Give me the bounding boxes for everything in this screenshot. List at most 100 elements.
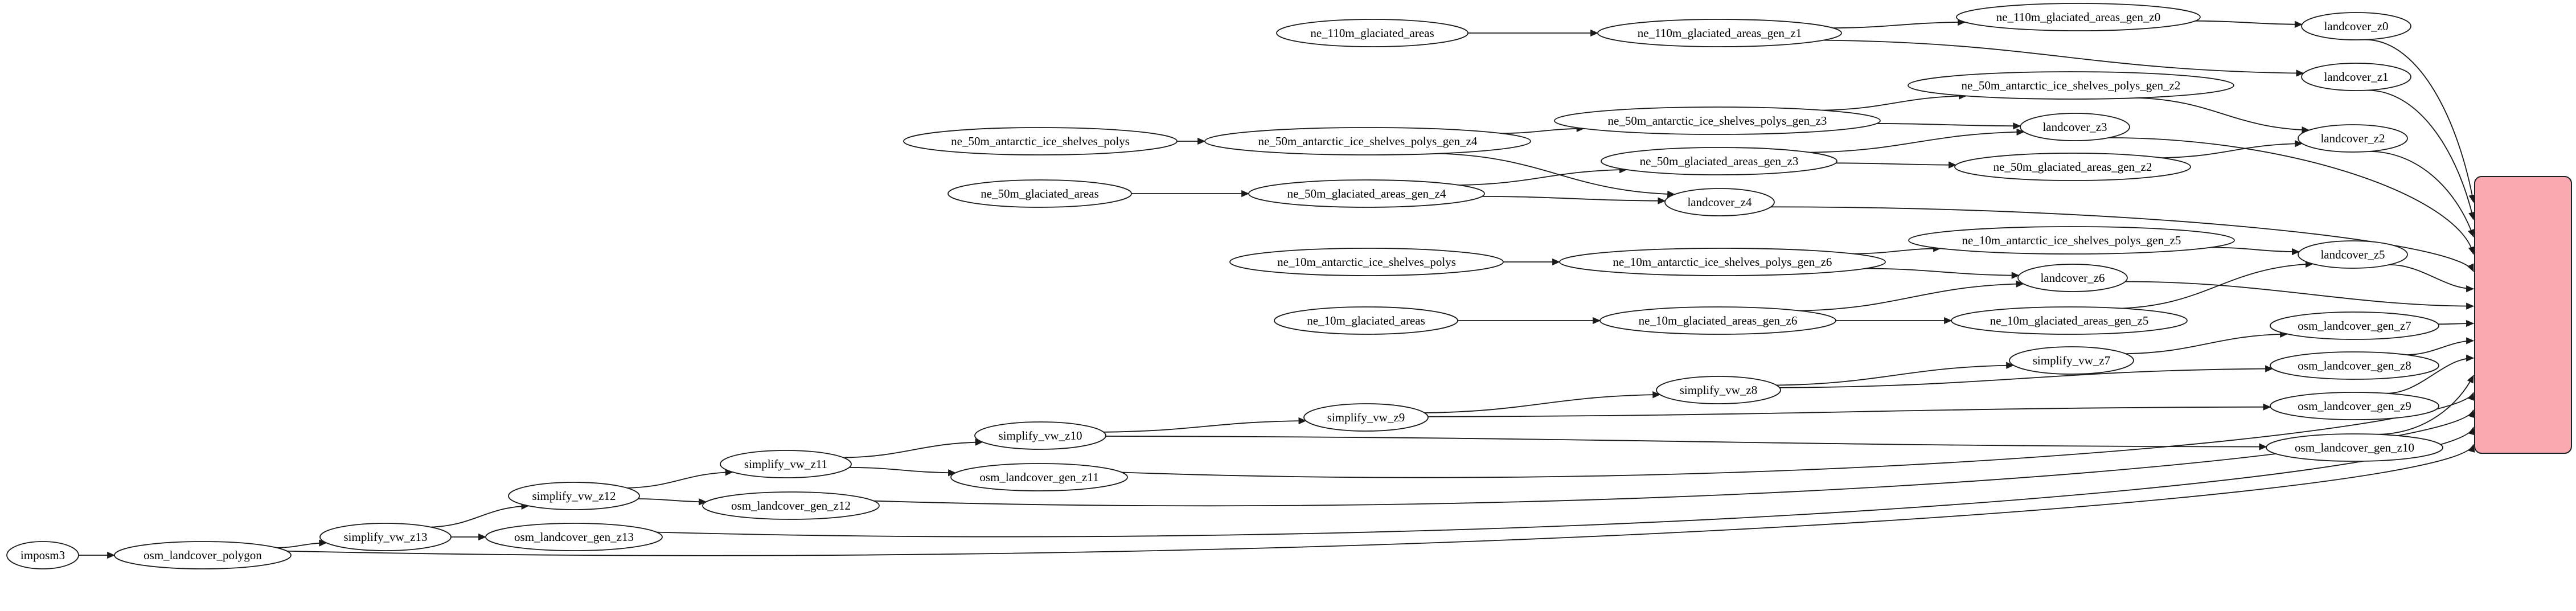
node-label: ne_10m_antarctic_ice_shelves_polys_gen_z… (1613, 255, 1832, 269)
node-label: landcover_z6 (2040, 271, 2105, 285)
node-ellipse (1597, 19, 1842, 47)
node-label: ne_110m_glaciated_areas_gen_z0 (1996, 10, 2160, 24)
node-label: ne_10m_glaciated_areas_gen_z5 (1990, 314, 2149, 327)
edge-landcover_z2-to-layer-row-z2 (2369, 151, 2475, 238)
node-label: ne_10m_antarctic_ice_shelves_polys_gen_z… (1962, 233, 2181, 247)
node-ellipse (1664, 188, 1775, 216)
node-label: simplify_vw_z10 (999, 429, 1082, 442)
node-osm_landcover_polygon: osm_landcover_polygon (114, 541, 292, 569)
edge-osm_landcover_polygon-to-simplify_vw_z13 (277, 539, 327, 548)
node-label: ne_50m_antarctic_ice_shelves_polys_gen_z… (1962, 79, 2181, 92)
node-label: landcover_z2 (2320, 132, 2385, 145)
edge-ne_10m_antarctic_ice_shelves_polys_gen_z6-to-landcover_z6 (1865, 268, 2020, 279)
node-label: ne_50m_glaciated_areas (981, 187, 1099, 200)
edge-landcover_z1-to-layer-row-z1 (2367, 89, 2476, 220)
node-ellipse (947, 179, 1132, 208)
edge-ne_50m_glaciated_areas_gen_z3-to-ne_50m_glaciated_areas_gen_z2 (1835, 161, 1957, 169)
node-ne_10m_antarctic_ice_shelves_polys_gen_z6: ne_10m_antarctic_ice_shelves_polys_gen_z… (1559, 248, 1886, 276)
node-ellipse (702, 491, 880, 520)
edge-osm_landcover_gen_z8-to-layer-row-z8 (2406, 337, 2475, 355)
edge-ne_50m_glaciated_areas_gen_z3-to-landcover_z3 (1810, 128, 2025, 153)
edge-simplify_vw_z11-to-simplify_vw_z10 (843, 438, 983, 458)
node-label: ne_50m_glaciated_areas_gen_z3 (1640, 154, 1799, 168)
edge-ne_50m_antarctic_ice_shelves_polys_gen_z2-to-landcover_z2 (2137, 97, 2310, 134)
node-label: ne_10m_glaciated_areas (1307, 314, 1425, 327)
edge-landcover_z3-to-layer-row-z3 (2109, 137, 2475, 255)
node-landcover_z6: landcover_z6 (2017, 264, 2128, 292)
node-ellipse (2009, 346, 2134, 375)
table-body (2474, 176, 2572, 454)
node-ne_110m_glaciated_areas: ne_110m_glaciated_areas (1276, 19, 1469, 47)
node-ne_110m_glaciated_areas_gen_z1: ne_110m_glaciated_areas_gen_z1 (1597, 19, 1842, 47)
edge-simplify_vw_z7-to-osm_landcover_gen_z7 (2126, 330, 2288, 355)
edge-osm_landcover_polygon-to-layer-row-z14+ (286, 444, 2475, 556)
edge-osm_landcover_gen_z10-to-layer-row-z10 (2376, 375, 2474, 435)
node-label: landcover_z4 (1687, 195, 1752, 209)
node-osm_landcover_gen_z9: osm_landcover_gen_z9 (2270, 392, 2439, 420)
node-label: osm_landcover_polygon (143, 548, 262, 562)
node-ellipse (1951, 306, 2188, 335)
node-landcover_z2: landcover_z2 (2298, 124, 2408, 153)
node-osm_landcover_gen_z12: osm_landcover_gen_z12 (702, 491, 880, 520)
node-ellipse (1229, 248, 1504, 276)
node-label: ne_10m_glaciated_areas_gen_z6 (1639, 314, 1798, 327)
node-ellipse (319, 523, 452, 551)
node-ellipse (2270, 392, 2439, 420)
edge-ne_10m_antarctic_ice_shelves_polys_gen_z5-to-landcover_z5 (2210, 247, 2300, 256)
node-simplify_vw_z13: simplify_vw_z13 (319, 523, 452, 551)
node-osm_landcover_gen_z11: osm_landcover_gen_z11 (950, 463, 1128, 491)
node-label: ne_10m_antarctic_ice_shelves_polys (1277, 255, 1456, 269)
node-label: simplify_vw_z9 (1327, 411, 1405, 424)
edge-simplify_vw_z9-to-simplify_vw_z8 (1424, 391, 1661, 413)
edge-ne_10m_glaciated_areas_gen_z5-to-landcover_z5 (2122, 260, 2314, 309)
node-label: simplify_vw_z11 (744, 457, 827, 471)
node-ne_10m_glaciated_areas_gen_z5: ne_10m_glaciated_areas_gen_z5 (1951, 306, 2188, 335)
node-label: ne_50m_antarctic_ice_shelves_polys (951, 134, 1130, 148)
node-ellipse (2301, 63, 2411, 91)
node-label: osm_landcover_gen_z7 (2298, 319, 2411, 333)
node-ellipse (1656, 376, 1781, 404)
node-ellipse (2270, 311, 2439, 340)
node-ellipse (1956, 3, 2201, 31)
node-ellipse (1274, 306, 1458, 335)
edge-ne_10m_antarctic_ice_shelves_polys_gen_z6-to-ne_10m_antarctic_ice_shelves_polys_gen_z5 (1853, 245, 1942, 255)
edge-landcover_z4-to-layer-row-z4 (1771, 206, 2474, 272)
node-imposm3: imposm3 (6, 541, 79, 569)
nodes-layer: ne_110m_glaciated_areas ne_110m_glaciated… (6, 3, 2443, 569)
node-ellipse (508, 482, 640, 510)
node-ellipse (974, 421, 1106, 450)
edge-ne_50m_glaciated_areas_gen_z4-to-landcover_z4 (1482, 196, 1666, 204)
node-osm_landcover_gen_z10: osm_landcover_gen_z10 (2266, 433, 2443, 462)
node-label: landcover_z3 (2042, 120, 2107, 134)
edge-landcover_z0-to-layer-row-z0 (2365, 39, 2476, 203)
node-ellipse (2020, 113, 2130, 141)
edge-landcover_z6-to-layer-row-z6 (2125, 281, 2475, 310)
node-label: osm_landcover_gen_z12 (731, 499, 851, 512)
edge-ne_50m_antarctic_ice_shelves_polys_gen_z3-to-landcover_z3 (1876, 122, 2021, 130)
edge-simplify_vw_z9-to-osm_landcover_gen_z9 (1428, 403, 2271, 417)
node-ellipse (485, 523, 663, 551)
edge-osm_landcover_gen_z7-to-layer-row-z7 (2438, 319, 2475, 327)
edge-simplify_vw_z12-to-simplify_vw_z11 (627, 469, 733, 489)
node-ellipse (1954, 153, 2191, 181)
node-ellipse (2266, 433, 2443, 462)
node-simplify_vw_z7: simplify_vw_z7 (2009, 346, 2134, 375)
node-landcover_z3: landcover_z3 (2020, 113, 2130, 141)
node-label: ne_50m_glaciated_areas_gen_z2 (1993, 160, 2152, 174)
node-ellipse (2017, 264, 2128, 292)
node-label: ne_110m_glaciated_areas (1310, 26, 1434, 40)
node-label: imposm3 (20, 548, 65, 562)
node-landcover_z1: landcover_z1 (2301, 63, 2411, 91)
node-simplify_vw_z10: simplify_vw_z10 (974, 421, 1106, 450)
node-ellipse (114, 541, 292, 569)
node-label: landcover_z5 (2320, 248, 2385, 261)
edge-simplify_vw_z8-to-simplify_vw_z7 (1776, 362, 2015, 386)
node-ne_50m_antarctic_ice_shelves_polys_gen_z3: ne_50m_antarctic_ice_shelves_polys_gen_z… (1554, 106, 1881, 135)
edge-ne_50m_glaciated_areas_gen_z2-to-landcover_z2 (2161, 140, 2303, 159)
node-ne_10m_glaciated_areas: ne_10m_glaciated_areas (1274, 306, 1458, 335)
node-label: landcover_z0 (2324, 19, 2388, 33)
node-ne_50m_antarctic_ice_shelves_polys_gen_z4: ne_50m_antarctic_ice_shelves_polys_gen_z… (1204, 127, 1531, 155)
node-ellipse (1276, 19, 1469, 47)
node-ne_10m_antarctic_ice_shelves_polys: ne_10m_antarctic_ice_shelves_polys (1229, 248, 1504, 276)
